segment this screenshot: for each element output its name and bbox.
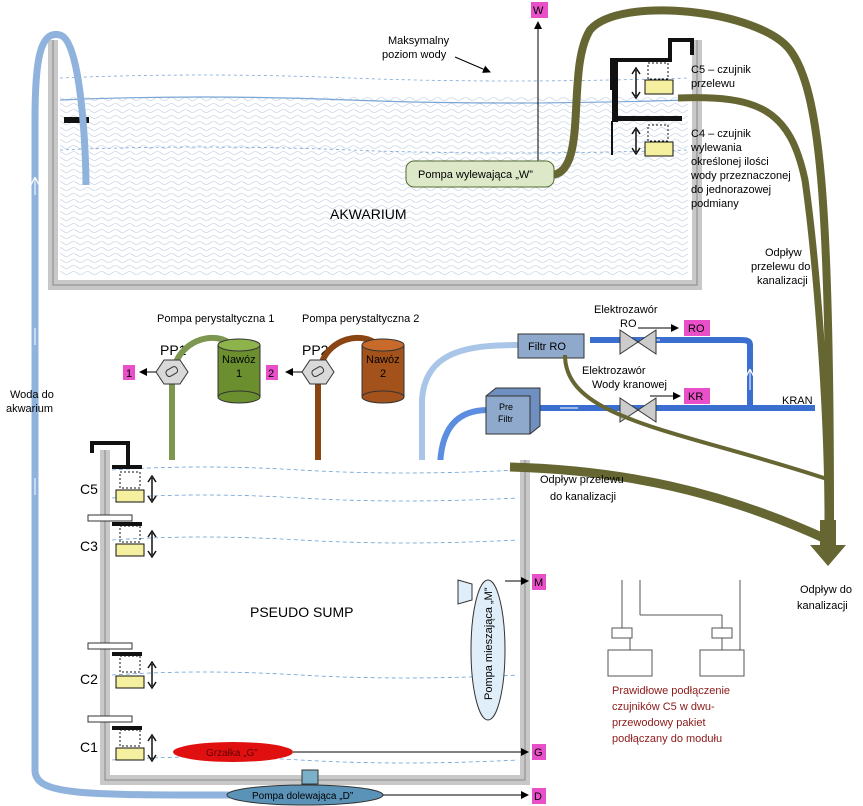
top-sensors [610, 38, 694, 157]
peristaltic-1-label: Pompa perystaltyczna 1 [157, 313, 274, 325]
refill-pump-label: Pompa dolewająca „D” [252, 791, 353, 802]
sump-sensors [87, 441, 157, 763]
svg-text:1: 1 [126, 368, 132, 380]
pp2-pump[interactable] [301, 359, 335, 385]
pp2-label: PP2 [302, 342, 329, 358]
sewer-outlet [810, 520, 846, 566]
svg-text:W: W [533, 5, 544, 17]
sump-c1-label: C1 [80, 739, 98, 755]
svg-text:M: M [534, 577, 543, 589]
tag-m [532, 574, 546, 590]
sump-c3-label: C3 [80, 538, 98, 554]
mixing-pump[interactable] [457, 579, 506, 721]
ro-valve[interactable] [619, 329, 657, 355]
fertilizer-2-tank [361, 338, 405, 404]
tag-pp2 [266, 365, 278, 380]
drain-pump[interactable] [405, 160, 555, 188]
tag-d [532, 788, 546, 804]
fertilizer-1-tank [217, 338, 261, 404]
ro-filter-label: Filtr RO [528, 341, 566, 353]
c5-wiring-note [607, 580, 745, 677]
max-level-label: Maksymalny [388, 35, 450, 47]
max-level-label-2: poziom wody [382, 49, 447, 61]
heater[interactable] [173, 742, 293, 762]
mixing-pump-label: Pompa mieszająca „M” [483, 587, 495, 700]
ro-filter[interactable] [517, 333, 585, 359]
tag-kr [684, 388, 710, 404]
tap-label: KRAN [782, 395, 813, 407]
overflow-top-label: Odpływ przelewu do kanalizacji [751, 247, 813, 287]
c5-wiring-note-text: Prawidłowe podłączenie czujników C5 w dw… [612, 685, 733, 745]
pre-filter[interactable] [485, 387, 541, 435]
heater-label: Grzałka „G” [206, 748, 258, 759]
svg-text:RO: RO [688, 323, 705, 335]
tag-w [531, 2, 548, 18]
aquarium-tank [48, 40, 702, 290]
sump-label: PSEUDO SUMP [250, 604, 353, 620]
c4-top-label: C4 – czujnik wylewania określonej ilości… [690, 128, 794, 210]
tag-g [532, 744, 546, 760]
svg-text:KR: KR [688, 391, 703, 403]
drain-pump-label: Pompa wylewająca „W” [418, 169, 533, 181]
peristaltic-2-label: Pompa perystaltyczna 2 [302, 313, 419, 325]
tag-ro [684, 320, 710, 336]
svg-text:2: 2 [268, 368, 274, 380]
tag-pp1 [123, 365, 135, 380]
svg-text:D: D [534, 791, 542, 803]
pp1-pump[interactable] [155, 359, 189, 385]
svg-text:G: G [534, 747, 543, 759]
sump-c2-label: C2 [80, 671, 98, 687]
aquarium-label: AKWARIUM [330, 206, 406, 222]
sump-c5-label: C5 [80, 481, 98, 497]
